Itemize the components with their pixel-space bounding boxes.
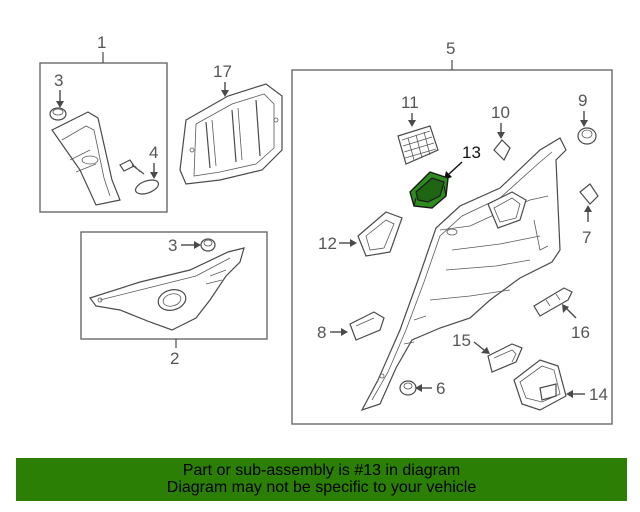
arrow-15	[473, 341, 485, 351]
part-7-clip: 7	[579, 183, 599, 247]
info-banner: Part or sub-assembly is #13 in diagram D…	[16, 458, 627, 501]
callout-13: 13	[462, 143, 481, 162]
cap-4	[134, 179, 160, 195]
quarter-trim-panel	[360, 137, 567, 412]
part-3-clip-lower: 3	[168, 236, 216, 255]
part-17-panel: 17	[179, 62, 283, 185]
part-10-clip: 10	[491, 103, 511, 162]
arrowhead-3-upper	[56, 101, 64, 108]
part-6-clip: 6	[399, 379, 445, 398]
part-8-clip: 8	[317, 311, 385, 342]
group-2: 2 3	[80, 231, 268, 368]
arrowhead-12	[350, 239, 357, 247]
callout-2: 2	[170, 349, 179, 368]
part-15-handle: 15	[452, 331, 523, 373]
arrowhead-6	[415, 384, 422, 392]
arrow-16	[565, 307, 577, 319]
group-1: 1 3 4	[39, 33, 168, 213]
callout-11: 11	[401, 93, 419, 112]
arrowhead-3-lower	[194, 241, 201, 249]
part-9-clip: 9	[577, 91, 597, 145]
arrow-13	[448, 161, 463, 175]
part-11-vent: 11	[397, 93, 439, 165]
callout-1: 1	[97, 33, 106, 52]
arrowhead-9	[580, 120, 588, 127]
callout-15: 15	[452, 331, 471, 350]
arrowhead-4	[150, 172, 158, 179]
lower-trim-panel	[89, 247, 245, 331]
callout-9: 9	[578, 91, 587, 110]
callout-7: 7	[582, 228, 591, 247]
callout-4: 4	[149, 143, 158, 162]
callout-8: 8	[317, 323, 326, 342]
part-4-cap: 4	[134, 143, 160, 195]
callout-14: 14	[589, 385, 608, 404]
part-14-duct: 14	[513, 359, 608, 411]
arrowhead-15	[481, 347, 490, 354]
callout-12: 12	[318, 234, 337, 253]
pillar-trim-upper	[51, 111, 121, 206]
clip-3-upper	[49, 107, 67, 121]
arrowhead-14	[566, 390, 573, 398]
part-3-clip-upper: 3	[49, 71, 67, 121]
callout-5: 5	[446, 39, 455, 58]
arrowhead-8	[341, 328, 348, 336]
callout-3-upper: 3	[54, 71, 63, 90]
callout-3-lower: 3	[168, 236, 177, 255]
part-13-highlighted: 13	[409, 143, 481, 209]
callout-17: 17	[213, 62, 232, 81]
clip-3-lower	[200, 238, 216, 252]
callout-16: 16	[571, 323, 590, 342]
arrowhead-7	[584, 205, 592, 212]
arrowhead-11	[408, 120, 416, 127]
part-16-bracket: 16	[533, 287, 590, 342]
arrowhead-10	[497, 132, 505, 139]
banner-line-1: Part or sub-assembly is #13 in diagram	[182, 462, 461, 479]
banner-line-2: Diagram may not be specific to your vehi…	[166, 479, 477, 496]
callout-6: 6	[436, 379, 445, 398]
part-12-bezel: 12	[318, 211, 403, 257]
arrowhead-16	[562, 304, 569, 313]
screw	[119, 159, 145, 175]
callout-10: 10	[491, 103, 510, 122]
arrowhead-17	[221, 90, 229, 97]
group-5: 5 11 10	[291, 39, 613, 425]
